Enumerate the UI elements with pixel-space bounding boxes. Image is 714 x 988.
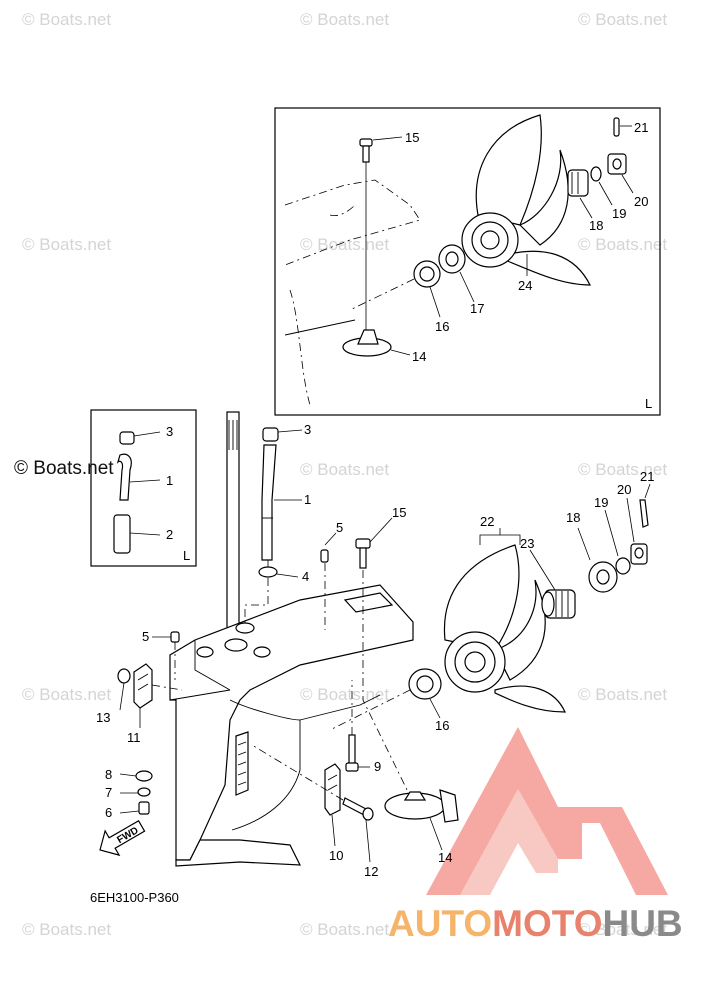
callout-19: 19 [594,495,608,510]
watermark-text: © Boats.net [578,10,668,29]
nut-part-20-top [607,153,634,194]
propeller-part-22 [443,528,566,713]
watermark-text: © Boats.net [22,920,112,939]
nut-part-13 [117,668,131,711]
watermark-text: © Boats.net [578,920,668,939]
callout-14: 14 [438,850,452,865]
bolt-part-15-top [359,136,403,335]
watermark-text: © Boats.net [300,10,390,29]
washer-part-19 [604,509,631,575]
callout-18: 18 [566,510,580,525]
bolt-part-12 [251,744,374,863]
callout-23: 23 [520,536,534,551]
callout-5-lower: 5 [142,629,149,644]
seal-part-4 [258,566,299,578]
lower-unit-housing [169,584,414,867]
callout-1: 1 [304,492,311,507]
inset-frame-top [274,107,661,416]
dowel-pin-part-5 [320,532,337,630]
cotter-pin-part-21-top [613,117,632,137]
callout-3-left: 3 [166,424,173,439]
watermark-text: © Boats.net [22,685,112,704]
watermark-text-dark: © Boats.net [14,458,114,479]
forward-arrow: FWD [99,819,146,857]
bolt-part-9 [345,680,370,772]
brand-word-hub: HUB [602,903,683,944]
thrust-washer-part-16 [329,668,442,731]
callout-7: 7 [105,785,112,800]
thrust-washer-part-16-top [349,260,441,318]
callout-4: 4 [302,569,309,584]
propeller-part-24-top [461,114,591,286]
callout-10: 10 [329,848,343,863]
brand-wordmark: AUTOMOTOHUB [388,903,683,945]
watermark-text: © Boats.net [578,460,668,479]
callout-12: 12 [364,864,378,879]
watermark-text: © Boats.net [22,10,112,29]
callout-6: 6 [105,805,112,820]
seal-part-2-left [113,514,161,554]
callout-18-top: 18 [589,218,603,233]
callout-1-left: 1 [166,473,173,488]
watermark-text: © Boats.net [300,235,390,254]
washer-part-7 [120,787,151,797]
fwd-label: FWD [115,825,140,846]
dowel-pin-part-5-lower [152,631,180,680]
cotter-pin-part-21 [639,483,651,528]
callout-8: 8 [105,767,112,782]
watermark-text: © Boats.net [300,685,390,704]
callout-21: 21 [640,469,654,484]
watermark-text: © Boats.net [578,685,668,704]
brand-word-auto: AUTO [388,903,493,944]
water-tube-part-1 [244,444,302,625]
callout-17-top: 17 [470,301,484,316]
spacer-part-18-top [567,169,593,219]
callout-15: 15 [392,505,406,520]
anode-part-14 [384,789,459,851]
spacer-part-17 [438,244,475,303]
washer-part-19-top [590,166,613,206]
callout-11: 11 [127,730,141,745]
watermark-text: © Boats.net [22,235,112,254]
callout-20-top: 20 [634,194,648,209]
anode-part-14-top [342,329,411,357]
inset-top-corner-label: L [645,396,652,411]
inset-left-corner-label: L [183,548,190,563]
bolt-part-15 [355,517,413,801]
grommet-part-3-left [119,431,161,445]
callout-9: 9 [374,759,381,774]
watermark-text: © Boats.net [300,460,390,479]
callout-20: 20 [617,482,631,497]
callout-15-top: 15 [405,130,419,145]
callout-2-left: 2 [166,527,173,542]
washer-part-8 [119,770,153,782]
bracket-part-11 [133,663,183,728]
figure-code: 6EH3100-P360 [90,890,179,905]
callout-5: 5 [336,520,343,535]
callout-16: 16 [435,718,449,733]
spacer-part-23 [529,549,576,619]
callout-24-top: 24 [518,278,532,293]
washer-part-18 [577,527,618,593]
brand-word-moto: MOTO [492,903,603,944]
grommet-part-3 [262,427,303,442]
callout-14-top: 14 [412,349,426,364]
callout-16-top: 16 [435,319,449,334]
bolt-part-6 [119,801,150,815]
gearcase-outline-top [284,179,421,406]
watermark-text: © Boats.net [578,235,668,254]
brand-logo [426,727,668,895]
callout-13: 13 [96,710,110,725]
driveshaft [226,411,240,633]
nut-part-20 [626,497,648,565]
callout-21-top: 21 [634,120,648,135]
callout-22: 22 [480,514,494,529]
water-tube-part-1-left [116,453,161,501]
callout-3: 3 [304,422,311,437]
anode-part-10 [324,763,341,847]
inset-frame-left [90,409,197,567]
callout-19-top: 19 [612,206,626,221]
watermark-text: © Boats.net [300,920,390,939]
